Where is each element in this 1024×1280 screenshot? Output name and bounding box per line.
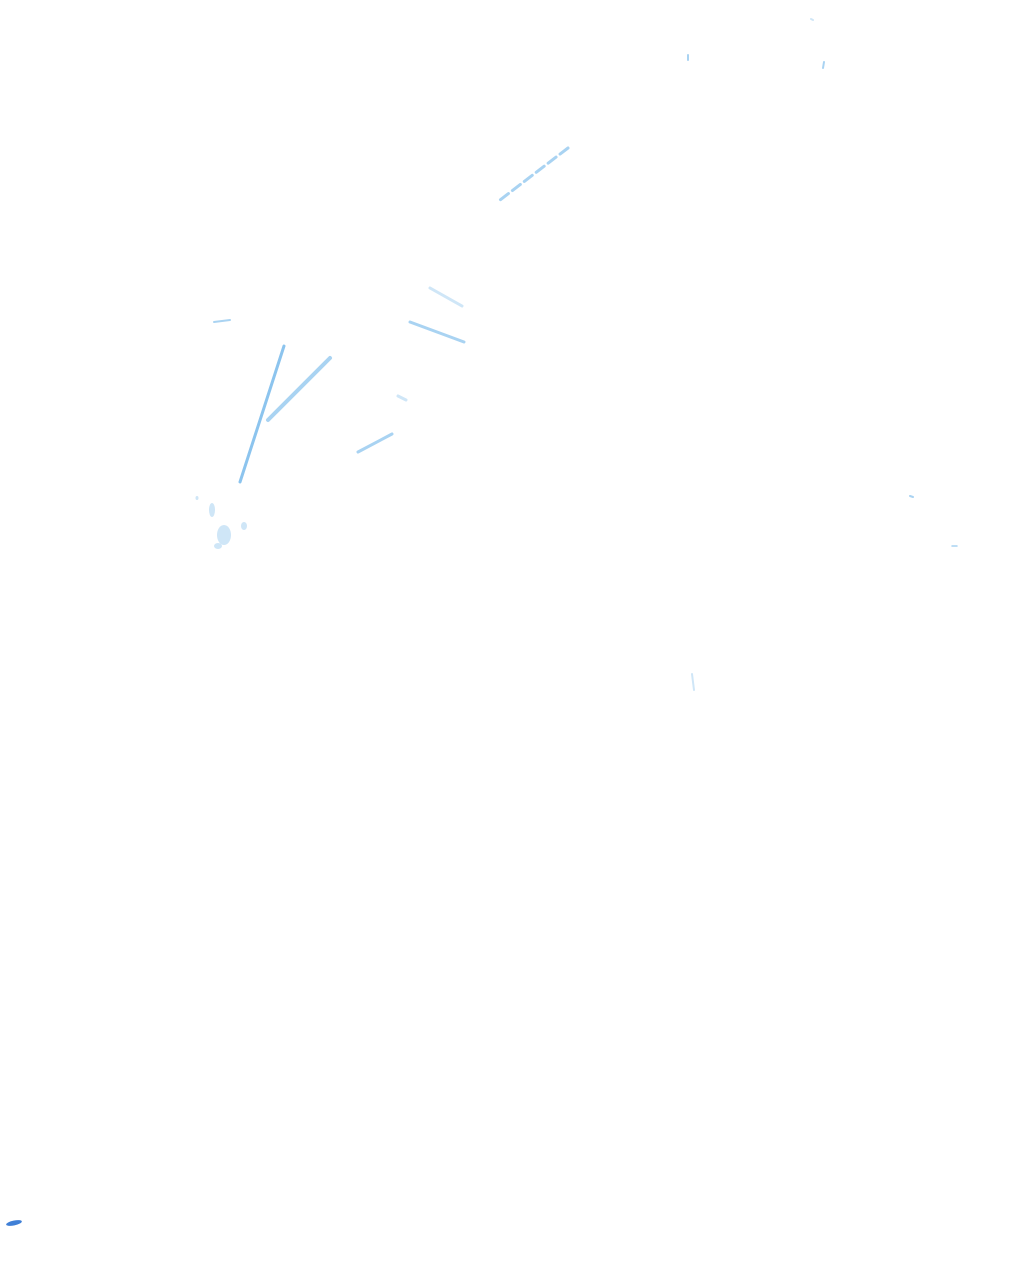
blue-streak — [356, 432, 394, 454]
blue-streak — [909, 495, 914, 498]
blue-streak — [266, 356, 332, 422]
blue-splatter — [195, 496, 247, 549]
blue-streak — [213, 319, 231, 323]
blue-streak — [238, 344, 286, 484]
blue-streak — [428, 286, 464, 308]
blue-speck — [6, 1220, 22, 1226]
blue-streak — [810, 18, 814, 21]
blue-streak — [408, 320, 466, 344]
blue-streak — [822, 61, 825, 69]
blue-streak — [691, 673, 695, 691]
blue-streak — [498, 146, 570, 202]
blue-streak — [396, 394, 408, 402]
